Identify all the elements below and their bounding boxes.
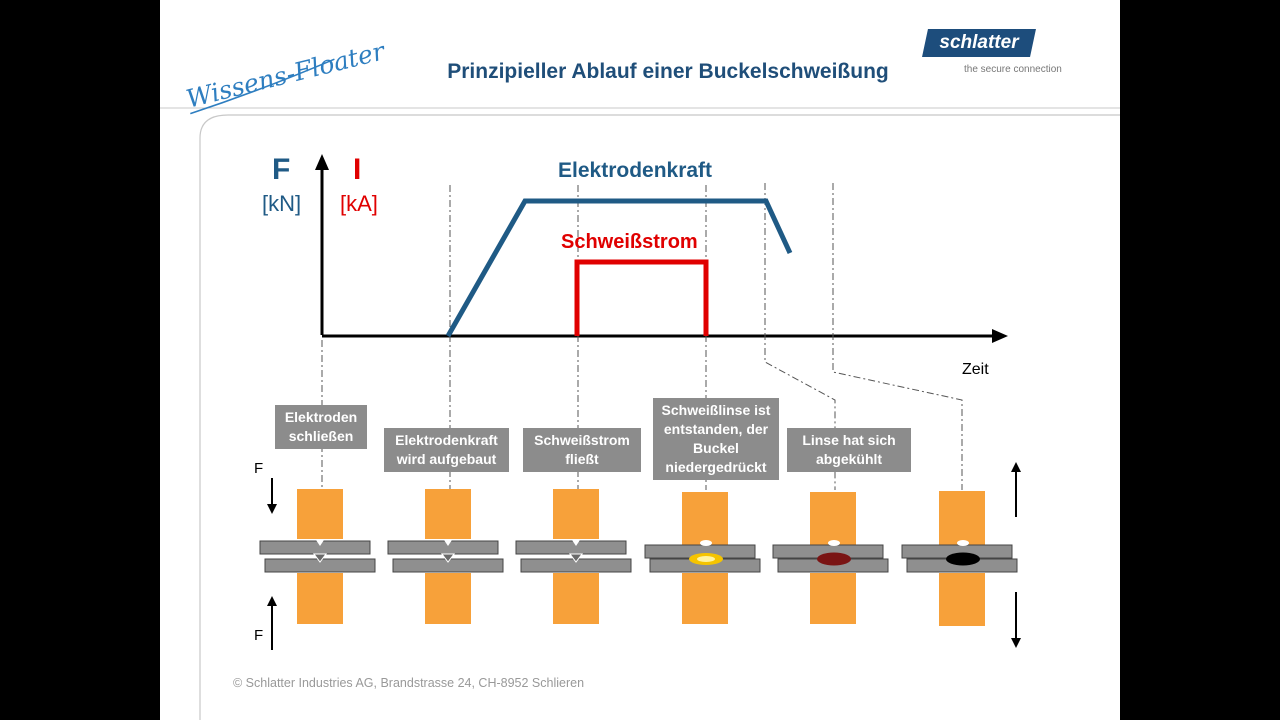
weld-nugget-hot-core bbox=[697, 556, 715, 562]
axis-current-symbol: I bbox=[353, 153, 362, 186]
lower-electrode-4 bbox=[682, 573, 728, 624]
electrode-stack-1 bbox=[259, 489, 376, 624]
lower-electrode-5 bbox=[810, 573, 856, 624]
x-axis-label: Zeit bbox=[962, 361, 989, 378]
step-label-4: Schweißlinse ist entstanden, der Buckel … bbox=[653, 398, 779, 480]
electrode-tip-gap-4 bbox=[700, 540, 712, 546]
upper-electrode-4 bbox=[682, 492, 728, 545]
electrode-stack-3 bbox=[515, 489, 632, 624]
electrode-stack-2 bbox=[387, 489, 504, 624]
electrode-stack-5 bbox=[772, 492, 889, 624]
guide-step-6 bbox=[832, 183, 963, 490]
release-arrow-up-head bbox=[1011, 462, 1021, 472]
electrode-stack-4 bbox=[644, 492, 761, 624]
welding-current-curve bbox=[574, 259, 709, 336]
upper-sheet-1 bbox=[259, 540, 371, 555]
electrode-tip-gap-6 bbox=[957, 540, 969, 546]
axis-current-unit: [kA] bbox=[340, 191, 378, 216]
signature-underline bbox=[190, 58, 335, 115]
axis-force-symbol: F bbox=[272, 153, 291, 186]
process-diagram-svg: Wissens-Floater bbox=[160, 36, 1120, 720]
step-label-1: Elektroden schließen bbox=[275, 405, 367, 449]
lower-electrode-6 bbox=[939, 573, 985, 626]
force-arrow-top-down-head bbox=[267, 504, 277, 514]
release-arrow-down-head bbox=[1011, 638, 1021, 648]
upper-electrode-1 bbox=[297, 489, 343, 539]
projection-dent-3 bbox=[572, 540, 580, 546]
upper-sheet-3 bbox=[515, 540, 627, 555]
force-arrow-bottom-up-head bbox=[267, 596, 277, 606]
x-axis-arrowhead bbox=[992, 329, 1008, 343]
projection-dent-1 bbox=[316, 540, 324, 546]
lower-electrode-3 bbox=[553, 573, 599, 624]
upper-electrode-3 bbox=[553, 489, 599, 539]
content-frame bbox=[199, 114, 1120, 720]
schlatter-tagline: the secure connection bbox=[964, 64, 1062, 75]
projection-bump-1 bbox=[313, 553, 327, 563]
electrode-force-label: Elektrodenkraft bbox=[558, 159, 713, 182]
footer-copyright: © Schlatter Industries AG, Brandstrasse … bbox=[233, 676, 585, 690]
force-arrows bbox=[267, 462, 1021, 650]
page-title: Prinzipieller Ablauf einer Buckelschweiß… bbox=[447, 60, 889, 83]
step-label-3: Schweißstrom fließt bbox=[523, 428, 641, 472]
upper-sheet-2 bbox=[387, 540, 499, 555]
upper-electrode-5 bbox=[810, 492, 856, 545]
electrode-stack-6 bbox=[901, 491, 1018, 626]
y-axis-arrowhead bbox=[315, 154, 329, 170]
electrode-tip-gap-5 bbox=[828, 540, 840, 546]
lower-electrode-2 bbox=[425, 573, 471, 624]
slide: Wissens-Floater bbox=[160, 0, 1120, 720]
schlatter-logo: schlatter bbox=[939, 32, 1019, 53]
projection-dent-2 bbox=[444, 540, 452, 546]
electrode-stacks bbox=[259, 489, 1018, 626]
weld-nugget-final bbox=[946, 552, 980, 566]
upper-electrode-2 bbox=[425, 489, 471, 539]
upper-electrode-6 bbox=[939, 491, 985, 545]
lower-electrode-1 bbox=[297, 573, 343, 624]
projection-bump-3 bbox=[569, 553, 583, 563]
welding-current-label: Schweißstrom bbox=[561, 231, 698, 253]
weld-nugget-cooled bbox=[817, 552, 851, 566]
force-label-top: F bbox=[254, 460, 264, 477]
force-label-bottom: F bbox=[254, 627, 264, 644]
step-label-2: Elektrodenkraft wird aufgebaut bbox=[384, 428, 509, 472]
projection-bump-2 bbox=[441, 553, 455, 563]
axis-force-unit: [kN] bbox=[262, 191, 302, 216]
electrode-force-curve bbox=[445, 198, 793, 338]
step-label-5: Linse hat sich abgekühlt bbox=[787, 428, 911, 472]
